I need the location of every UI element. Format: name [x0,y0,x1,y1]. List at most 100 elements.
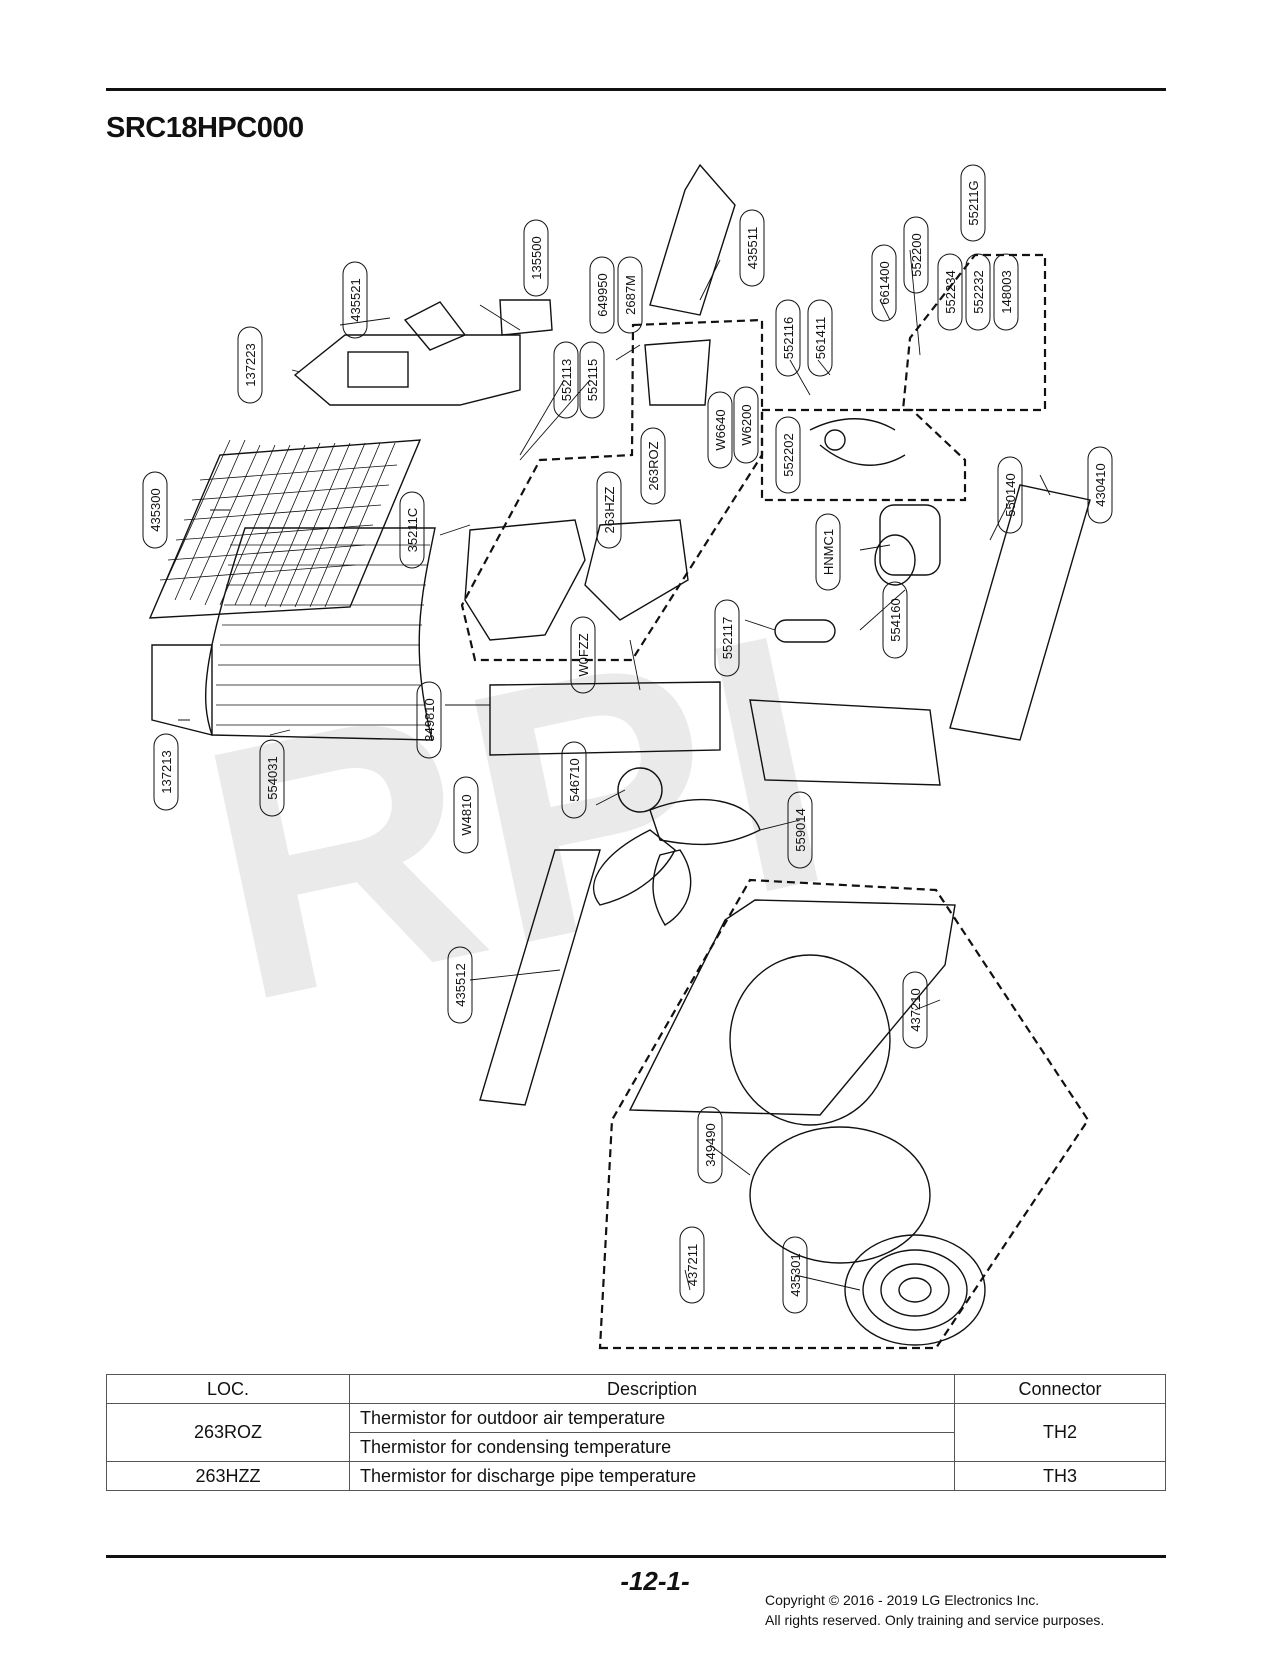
part-label: W6640 [707,391,733,469]
part-label: 546710 [561,741,587,819]
part-label: 552232 [965,253,991,331]
part-label: 435512 [447,946,473,1024]
copyright-line-2: All rights reserved. Only training and s… [765,1612,1105,1628]
service-cover [403,301,467,351]
part-label: 137213 [153,733,179,811]
part-label: 554160 [882,581,908,659]
part-label: 552113 [553,341,579,419]
control-box [464,339,711,641]
part-label: 435511 [739,209,765,287]
part-label: 437210 [902,971,928,1049]
part-label-text: W6200 [739,404,754,445]
leader-lines [178,249,1051,1291]
part-label-text: 649950 [595,273,610,316]
description-cell: Thermistor for outdoor air temperature [349,1403,955,1433]
part-label-text: HNMC1 [821,529,836,575]
control-box-group-outline [460,318,764,662]
valve-group-outline [760,408,967,502]
part-label: 55211G [960,164,986,242]
part-label: 135500 [523,219,549,297]
part-label-text: 435301 [788,1253,803,1296]
part-label-text: 35211C [405,508,420,553]
header-loc: LOC. [106,1374,350,1404]
part-label: 552117 [714,599,740,677]
connector-cell: TH3 [954,1461,1166,1491]
rear-grille [148,439,422,619]
part-label: W6200 [733,386,759,464]
part-label-text: 137213 [159,750,174,793]
part-label: 263ROZ [640,427,666,505]
top-rule [106,88,1166,91]
part-label-text: 661400 [877,261,892,304]
page-title: SRC18HPC000 [106,112,304,144]
fan-guard [844,1234,986,1346]
copyright: Copyright © 2016 - 2019 LG Electronics I… [765,1590,1104,1630]
fan-motor [617,767,663,813]
part-label-text: 435521 [348,278,363,321]
part-label: 550140 [997,456,1023,534]
part-label-text: 561411 [813,317,828,359]
part-label-text: 137223 [243,343,258,386]
part-label: 349810 [416,681,442,759]
condenser-coil [151,527,436,741]
part-label-text: 546710 [567,758,582,801]
table-row: Thermistor for condensing temperature [107,1432,1166,1462]
part-label-text: W0FZZ [576,633,591,676]
part-label: 552234 [937,253,963,331]
part-label-text: W6640 [713,409,728,450]
part-label-text: 552234 [943,270,958,313]
part-label: 552115 [579,341,605,419]
part-label: 554031 [259,739,285,817]
part-labels: 437211 435301 349490 437210 435512 55901… [142,164,1113,1314]
compressor [874,504,941,586]
part-label-text: 263HZZ [602,486,617,533]
part-label-text: 349810 [422,698,437,741]
bottom-rule [106,1555,1166,1558]
part-label-text: 2687M [623,275,638,315]
description-cell: Thermistor for discharge pipe temperatur… [349,1461,955,1491]
accumulator [774,619,836,643]
part-label-text: 430410 [1093,463,1108,506]
table-row: 263HZZ Thermistor for discharge pipe tem… [106,1461,1166,1491]
table-header-row: LOC. Description Connector [106,1374,1166,1404]
part-label: 137223 [237,326,263,404]
part-label: 435301 [782,1236,808,1314]
part-label: 2687M [617,256,643,334]
part-label-text: 435300 [148,488,163,531]
thermistor-table: LOC. Description Connector 263ROZ Thermi… [106,1374,1166,1491]
header-description: Description [349,1374,955,1404]
base-pan [949,484,1091,741]
part-label-text: 559014 [793,808,808,851]
part-label: 649950 [589,256,615,334]
part-label: 559014 [787,791,813,869]
propeller-fan [593,798,761,926]
part-label-text: 349490 [703,1123,718,1166]
part-label-text: 552200 [909,233,924,276]
part-label-text: 55211G [966,180,981,225]
description-cell: Thermistor for condensing temperature [349,1432,955,1462]
part-label: HNMC1 [815,513,841,591]
part-label: W0FZZ [570,616,596,694]
part-label-text: 437211 [685,1244,700,1286]
part-label-text: 435512 [453,963,468,1006]
part-label-text: 435511 [745,227,760,269]
part-label: 148003 [993,253,1019,331]
part-label: 552116 [775,299,801,377]
page-number: -12-1- [620,1566,690,1596]
four-way-valve [809,418,906,466]
part-label: 661400 [871,244,897,322]
part-label: 561411 [807,299,833,377]
part-label: 263HZZ [596,471,622,549]
front-cabinet [628,899,956,1126]
part-label-text: 552113 [559,359,574,401]
loc-cell: 263HZZ [106,1461,350,1491]
table-row: 263ROZ Thermistor for outdoor air temper… [106,1403,1166,1462]
top-filter-frame [649,163,736,316]
part-label-text: W4810 [459,794,474,835]
part-label-text: 148003 [999,270,1014,313]
motor-mount [749,699,941,786]
part-label-text: 554031 [265,756,280,799]
part-label-text: 550140 [1003,473,1018,516]
part-label-text: 552115 [585,359,600,401]
bracket [499,299,553,336]
